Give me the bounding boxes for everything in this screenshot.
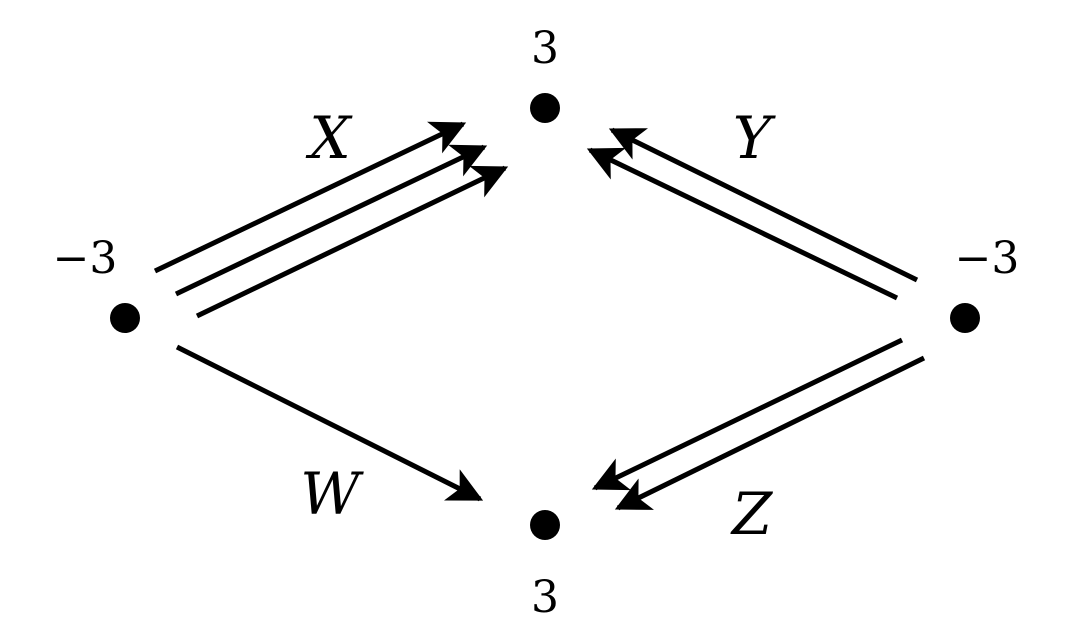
edge-z-arrow-1 [591, 337, 904, 491]
node-top [530, 93, 560, 123]
edge-w-arrows [175, 344, 484, 502]
edge-x-arrow-3 [195, 165, 509, 319]
edge-y-label: Y [733, 104, 776, 172]
edge-z-arrow-2 [614, 355, 926, 511]
edge-x-arrow-1 [153, 121, 467, 274]
node-right [950, 303, 980, 333]
node-top-label: 3 [531, 23, 559, 74]
edge-x-label: X [305, 104, 353, 172]
node-right-label: −3 [955, 233, 1020, 284]
edge-x-arrows [153, 121, 509, 319]
node-bottom-label: 3 [531, 572, 559, 623]
edge-x-arrow-2 [174, 144, 488, 297]
edge-z-arrows [591, 337, 926, 511]
edge-z-label: Z [730, 480, 774, 548]
node-bottom [530, 510, 560, 540]
edge-y-arrow-1 [608, 127, 919, 283]
edge-w-arrow-1 [175, 344, 484, 502]
edge-y-arrows [586, 127, 919, 301]
edge-y-arrow-2 [586, 147, 899, 301]
node-left-label: −3 [53, 233, 118, 284]
edge-w-label: W [300, 460, 364, 528]
node-left [110, 303, 140, 333]
